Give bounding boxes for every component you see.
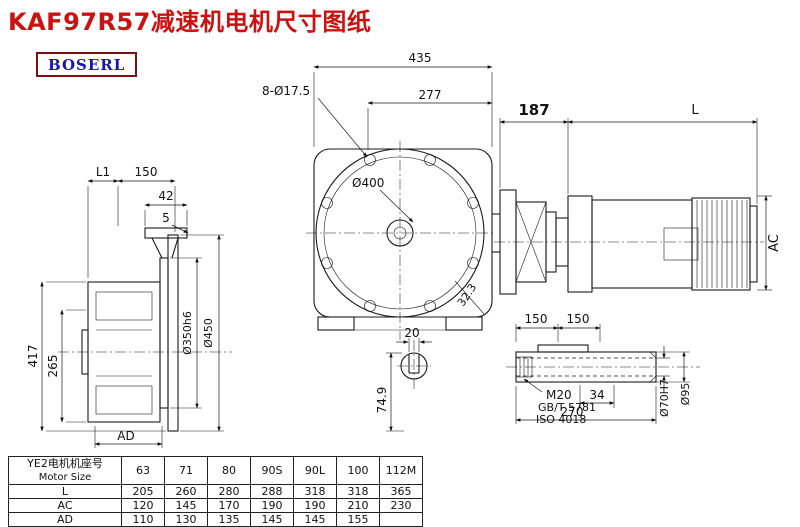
motor-view-dimensions — [499, 118, 772, 291]
col-header: 90S — [250, 456, 294, 485]
col-header: 112M — [379, 456, 423, 485]
table-cell: 230 — [379, 498, 423, 513]
side-view-linework — [58, 227, 232, 432]
dim-20: 20 — [404, 326, 419, 340]
dim-bolt-holes: 8-Ø17.5 — [262, 84, 310, 98]
table-cell: 190 — [293, 498, 337, 513]
col-header: 63 — [121, 456, 165, 485]
dim-265: 265 — [46, 355, 60, 378]
dim-150-left: 150 — [135, 165, 158, 179]
table-cell: 280 — [207, 484, 251, 499]
dim-150-a: 150 — [525, 312, 548, 326]
label-gbt-5781: GB/T 5781 — [538, 401, 596, 414]
dim-417: 417 — [26, 345, 40, 368]
col-header: 90L — [293, 456, 337, 485]
dim-42: 42 — [158, 189, 173, 203]
table-cell: 205 — [121, 484, 165, 499]
dim-dia350h6: Ø350h6 — [181, 311, 194, 355]
table-header-row: YE2电机机座号 Motor Size 63 71 80 90S 90L 100… — [8, 456, 423, 485]
row-label: L — [8, 484, 122, 499]
dim-270: 270 — [561, 405, 584, 419]
motor-view-linework — [494, 189, 764, 295]
shaft-detail-dimensions — [515, 324, 690, 424]
side-view-dimensions — [40, 179, 224, 448]
dim-74-9: 74.9 — [375, 387, 389, 414]
table-cell: 190 — [250, 498, 294, 513]
logo-text: BOSERL — [48, 56, 126, 74]
dim-dia95: Ø95 — [679, 383, 692, 406]
dim-motor-length: L — [691, 103, 699, 118]
col-header: 100 — [336, 456, 380, 485]
label-iso-4018: ISO 4018 — [536, 413, 586, 426]
dim-ac: AC — [767, 234, 782, 252]
dim-dia70h7: Ø70H7 — [658, 379, 671, 417]
col-header: 80 — [207, 456, 251, 485]
row-label: AC — [8, 498, 122, 513]
table-cell: 145 — [164, 498, 208, 513]
front-view-linework — [306, 141, 500, 340]
table-cell: 365 — [379, 484, 423, 499]
dim-l1: L1 — [96, 165, 110, 179]
dim-dia400: Ø400 — [352, 176, 384, 190]
dim-dia450: Ø450 — [202, 318, 215, 348]
front-view-dimensions — [313, 65, 493, 223]
shaft-end-view-dimensions — [386, 338, 432, 432]
boserl-logo: BOSERL — [36, 52, 138, 77]
table-cell: 288 — [250, 484, 294, 499]
dim-277: 277 — [419, 88, 442, 102]
table-cell: 318 — [336, 484, 380, 499]
dim-m20: M20 — [546, 388, 572, 402]
table-cell: 318 — [293, 484, 337, 499]
motor-size-table: YE2电机机座号 Motor Size 63 71 80 90S 90L 100… — [8, 456, 423, 527]
table-cell: 210 — [336, 498, 380, 513]
shaft-end-view-linework — [397, 340, 431, 392]
dim-187: 187 — [518, 101, 549, 119]
page-title: KAF97R57减速机电机尺寸图纸 — [8, 8, 372, 36]
shaft-detail-linework — [506, 344, 700, 383]
dim-150-b: 150 — [567, 312, 590, 326]
table-cell: 260 — [164, 484, 208, 499]
table-row-L: L 205 260 280 288 318 318 365 — [8, 484, 423, 499]
table-cell: 120 — [121, 498, 165, 513]
table-row-AC: AC 120 145 170 190 190 210 230 — [8, 498, 423, 513]
dim-34: 34 — [589, 388, 604, 402]
header-en: Motor Size — [38, 472, 92, 483]
table-header-motor-size: YE2电机机座号 Motor Size — [8, 456, 122, 485]
dim-435: 435 — [409, 51, 432, 65]
dim-5: 5 — [162, 211, 170, 225]
header-cn: YE2电机机座号 — [27, 457, 103, 470]
dim-ad: AD — [117, 429, 134, 443]
col-header: 71 — [164, 456, 208, 485]
table-cell: 170 — [207, 498, 251, 513]
